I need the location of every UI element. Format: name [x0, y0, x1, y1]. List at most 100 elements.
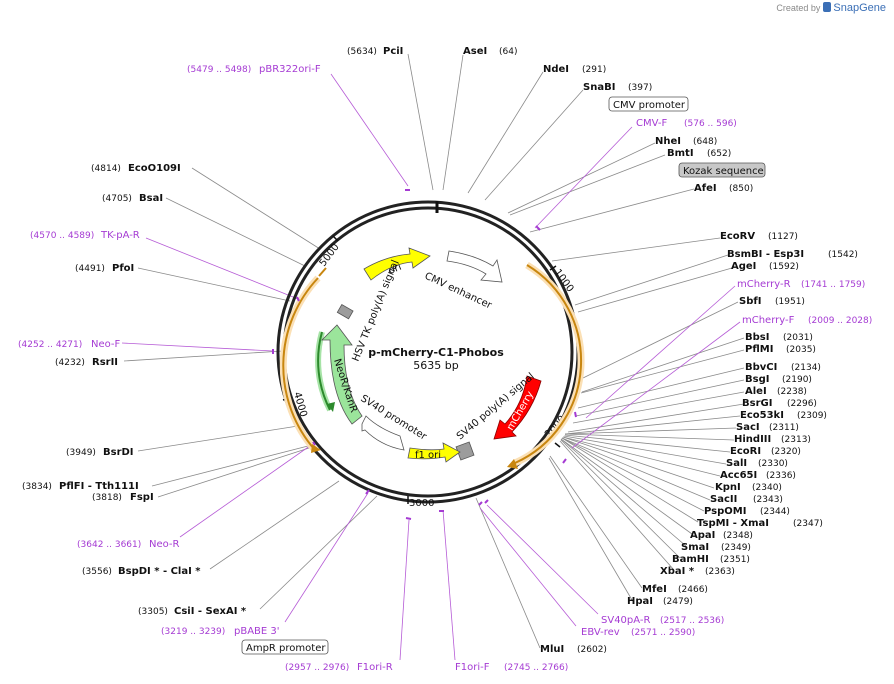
enzyme-pos: (3834) — [22, 482, 52, 492]
enzyme-pos: (2602) — [577, 645, 607, 655]
enzyme-pos: (2344) — [760, 507, 790, 517]
enzyme-name: BsaI — [139, 193, 163, 204]
enzyme-name: SacI — [736, 422, 760, 433]
enzyme-pos: (2336) — [766, 471, 796, 481]
enzyme-name: CsiI - SexAI * — [174, 606, 247, 617]
enzyme-name: ApaI — [690, 530, 715, 541]
enzyme-pos: (4491) — [75, 264, 105, 274]
enzyme-pos: (2238) — [777, 387, 807, 397]
sv40-promoter-feature — [361, 415, 405, 451]
primer-name: TK-pA-R — [100, 230, 140, 241]
enzyme-name: Acc65I — [720, 470, 757, 481]
enzyme-name: BamHI — [672, 554, 709, 565]
primer-range: (3219 .. 3239) — [161, 627, 225, 637]
ori-label: ori — [387, 262, 403, 277]
primer-name: Neo-R — [149, 539, 180, 550]
enzyme-pos: (64) — [499, 47, 517, 57]
enzyme-pos: (3556) — [82, 567, 112, 577]
enzyme-pos: (2330) — [758, 459, 788, 469]
tick-label-3000: 3000 — [409, 498, 434, 509]
primer-range: (2571 .. 2590) — [631, 628, 695, 638]
enzyme-pos: (2190) — [782, 375, 812, 385]
enzyme-pos: (1951) — [775, 297, 805, 307]
primer-name: F1ori-F — [455, 662, 490, 673]
enzyme-pos: (2347) — [793, 519, 823, 529]
enzyme-pos: (1542) — [828, 250, 858, 260]
enzyme-pos: (2479) — [663, 597, 693, 607]
f1-ori-feature — [407, 442, 461, 463]
enzyme-pos: (2348) — [723, 531, 753, 541]
enzyme-name: AseI — [463, 46, 487, 57]
enzyme-name: AgeI — [731, 261, 756, 272]
enzyme-pos: (3305) — [138, 607, 168, 617]
primer-name: pBR322ori-F — [259, 64, 321, 75]
enzyme-name: SacII — [710, 494, 737, 505]
enzyme-pos: (648) — [693, 137, 717, 147]
enzyme-name: TspMI - XmaI — [697, 518, 769, 529]
cmv-enhancer-feature — [446, 250, 503, 283]
enzyme-pos: (2343) — [753, 495, 783, 505]
enzyme-name: PflMI — [745, 344, 773, 355]
enzyme-pos: (2035) — [786, 345, 816, 355]
f1-ori-label: f1 ori — [415, 450, 441, 461]
enzyme-name: BsrGI — [742, 398, 772, 409]
enzyme-name: BsgI — [745, 374, 769, 385]
enzyme-name: SnaBI — [583, 82, 615, 93]
enzyme-pos: (4705) — [102, 194, 132, 204]
primer-name: SV40pA-R — [601, 615, 650, 626]
primer-range: (4570 .. 4589) — [30, 231, 94, 241]
enzyme-pos: (2031) — [783, 333, 813, 343]
ampr-promoter-label: AmpR promoter — [246, 643, 326, 654]
enzyme-pos: (1127) — [768, 232, 798, 242]
enzyme-name: BbsI — [745, 332, 769, 343]
enzyme-pos: (2313) — [781, 435, 811, 445]
enzyme-name: HindIII — [734, 434, 771, 445]
enzyme-name: MluI — [540, 644, 564, 655]
enzyme-name: NheI — [655, 136, 681, 147]
enzyme-name: EcoRI — [730, 446, 761, 457]
enzyme-pos: (850) — [729, 184, 753, 194]
enzyme-pos: (2340) — [752, 483, 782, 493]
primer-range: (3642 .. 3661) — [77, 540, 141, 550]
primer-name: Neo-F — [91, 339, 121, 350]
enzyme-pos: (2320) — [771, 447, 801, 457]
enzyme-name: BmtI — [667, 148, 694, 159]
enzyme-pos: (2309) — [797, 411, 827, 421]
hsv-tk-polya-feature — [336, 303, 354, 320]
enzyme-name: Eco53kI — [740, 410, 784, 421]
enzyme-name: HpaI — [627, 596, 653, 607]
primer-range: (2957 .. 2976) — [285, 663, 349, 673]
enzyme-name: BsrDI — [103, 447, 134, 458]
enzyme-pos: (2351) — [720, 555, 750, 565]
enzyme-name: SmaI — [681, 542, 709, 553]
enzyme-pos: (1592) — [769, 262, 799, 272]
enzyme-name: PspOMI — [704, 506, 746, 517]
enzyme-pos: (291) — [582, 65, 606, 75]
ori-feature — [363, 247, 431, 281]
mcherry-feature — [493, 375, 542, 440]
primer-range: (2745 .. 2766) — [504, 663, 568, 673]
enzyme-pos: (4814) — [91, 164, 121, 174]
enzyme-name: BsmBI - Esp3I — [727, 249, 804, 260]
enzyme-name: EcoRV — [720, 231, 755, 242]
enzyme-name: FspI — [130, 492, 154, 503]
enzyme-pos: (4232) — [55, 358, 85, 368]
enzyme-name: BbvCI — [745, 362, 777, 373]
kozak-sequence-label: Kozak sequence — [683, 166, 764, 177]
enzyme-labels: (5634) PciI AseI (64) NdeI (291) SnaBI (… — [22, 46, 858, 655]
primer-name: mCherry-F — [742, 315, 795, 326]
primer-labels: (5479 .. 5498) pBR322ori-F CMV-F (576 ..… — [18, 64, 872, 673]
enzyme-leader-lines — [123, 53, 745, 649]
enzyme-pos: (397) — [628, 83, 652, 93]
enzyme-name: PciI — [383, 46, 403, 57]
enzyme-pos: (2296) — [787, 399, 817, 409]
primer-name: EBV-rev — [581, 627, 620, 638]
enzyme-name: XbaI * — [660, 566, 695, 577]
cmv-promoter-label: CMV promoter — [613, 100, 686, 111]
primer-name: F1ori-R — [357, 662, 393, 673]
created-by-text: Created by — [776, 3, 821, 13]
neor-kanr-feature — [321, 324, 363, 425]
primer-marks — [272, 189, 577, 520]
